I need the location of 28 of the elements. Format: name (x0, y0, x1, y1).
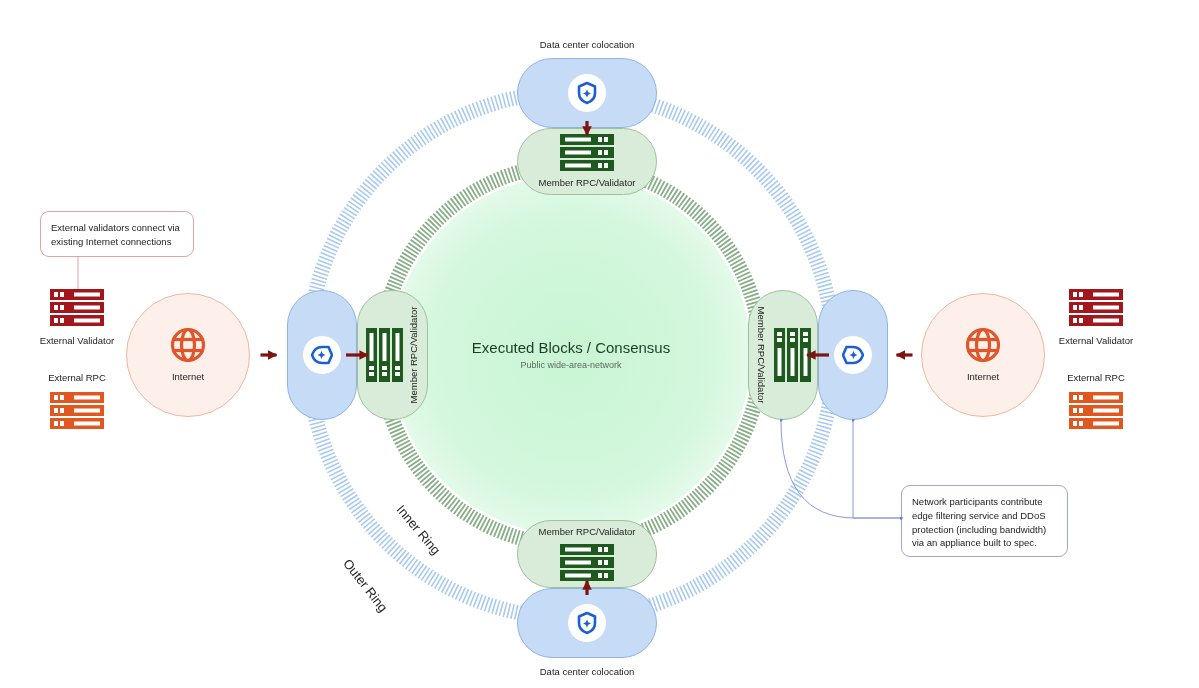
internet-label: Internet (171, 370, 205, 384)
arrow (346, 350, 369, 360)
arrow (582, 121, 592, 136)
member-node-pill (748, 290, 818, 420)
core-title: Executed Blocks / Consensus (471, 337, 671, 358)
member-label: Member RPC/Validator (538, 176, 636, 190)
server-label: External RPC (48, 372, 106, 385)
callout-box: Network participants contribute edge filtering service and DDoS protection (including bandwidth) via an appliance built to spec. (901, 485, 1068, 557)
member-label: Member RPC/Validator (407, 306, 420, 404)
arrow (806, 350, 829, 360)
arrow (582, 580, 592, 595)
server-label: External RPC (1067, 372, 1125, 385)
leader-line (851, 418, 903, 520)
callout-box: External validators connect via existing Internet connections (40, 211, 194, 257)
member-label: Member RPC/Validator (538, 526, 636, 539)
server-label: External Validator (1058, 334, 1134, 347)
arrow (895, 350, 913, 360)
member-node-pill (517, 520, 657, 588)
colocation-heading: Data center colocation (538, 666, 636, 679)
colocation-heading: Data center colocation (538, 39, 636, 52)
arrow (260, 350, 278, 360)
server-label: External Validator (39, 334, 115, 347)
member-label: Member RPC/Validator (755, 306, 768, 404)
member-node-pill (517, 128, 657, 195)
leader-line (77, 256, 79, 290)
internet-label: Internet (966, 370, 1000, 384)
core-subtitle: Public wide-area-network (520, 360, 622, 373)
filter-appliance-pill (818, 290, 888, 420)
